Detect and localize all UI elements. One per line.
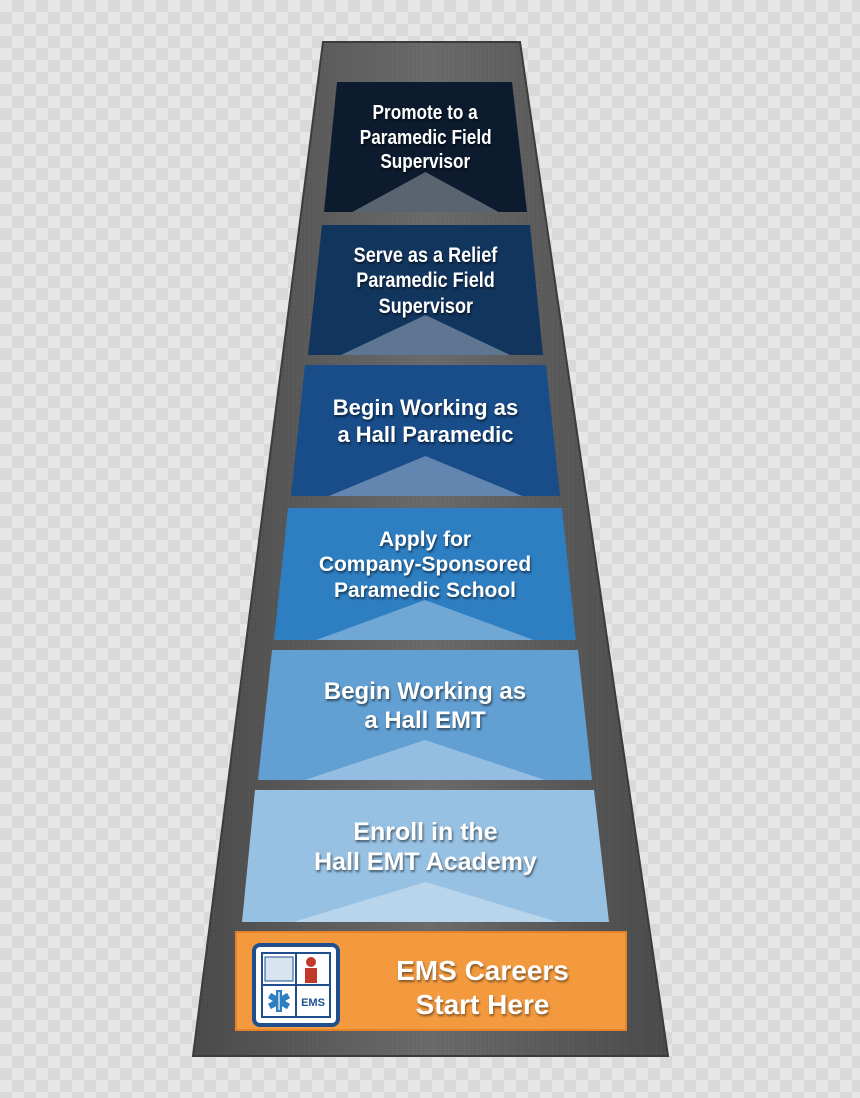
logo-text: EMS [301,997,325,1009]
star-of-life-icon [267,990,291,1012]
step-box [258,650,592,780]
step-box [242,790,609,922]
step-box [291,365,560,496]
start-label: EMS Careers Start Here [350,948,615,1028]
step-arrow [316,600,534,640]
step-box [324,82,527,212]
step-arrow [304,740,546,780]
step-arrow [328,456,523,496]
step-arrow [293,882,558,922]
step-box [308,225,543,355]
start-line-1: EMS Careers [396,955,569,987]
step-arrow [352,172,499,212]
ems-logo: EMS [252,943,340,1027]
step-arrow [340,315,511,355]
start-line-2: Start Here [415,989,550,1020]
step-box [274,508,576,640]
